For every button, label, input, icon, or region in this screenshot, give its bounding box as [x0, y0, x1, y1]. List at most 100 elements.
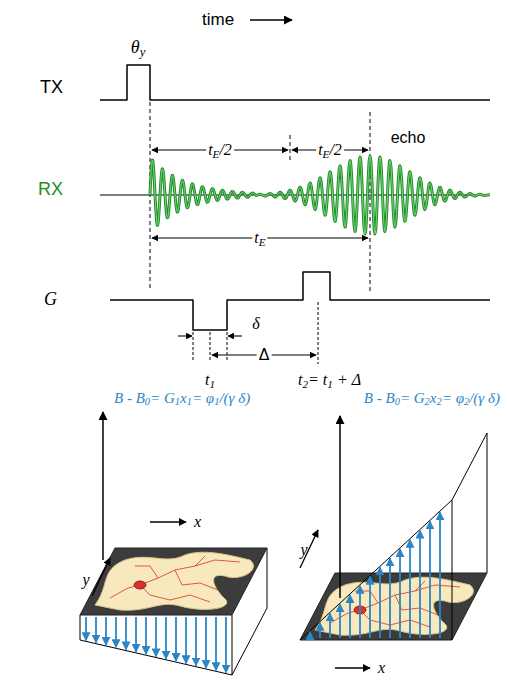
text-run: t — [205, 371, 209, 388]
field-arrow — [379, 567, 381, 638]
field-arrow — [339, 604, 341, 638]
subscript: 1 — [187, 396, 192, 407]
time-arrow — [250, 19, 292, 21]
label-text: x — [376, 659, 387, 677]
subscript: 1 — [175, 396, 180, 407]
label-text: RX — [36, 180, 65, 200]
x-axis-arrow — [335, 667, 370, 668]
text-run: time — [202, 10, 234, 29]
label-text: y — [80, 571, 91, 589]
field-arrow — [215, 617, 217, 670]
label-text: echo — [389, 129, 428, 147]
field-arrow — [85, 617, 87, 640]
subscript: 1 — [327, 378, 333, 390]
dashed-marker — [210, 332, 211, 362]
text-run: θ — [131, 37, 140, 57]
pore-space — [95, 552, 253, 610]
field-arrow — [409, 540, 411, 638]
text-run: = φ — [442, 390, 464, 406]
dashed-marker — [318, 302, 319, 364]
slab-edge — [80, 615, 81, 640]
field-arrow — [205, 617, 207, 668]
field-arrow — [419, 530, 421, 638]
text-run: t — [298, 371, 302, 388]
slab-edge — [452, 500, 453, 640]
text-run: y — [82, 571, 89, 588]
field-arrow — [389, 558, 391, 638]
slab-edge — [487, 433, 488, 573]
diffusion-path — [135, 566, 158, 578]
label-text: tE/2 — [206, 141, 234, 159]
label-text: θy — [129, 38, 147, 58]
label-text: tE/2 — [316, 141, 344, 159]
field-arrow — [185, 617, 187, 663]
text-run: t — [254, 229, 258, 246]
label-text: B - B0= G2x2= φ2/(γ δ) — [362, 390, 502, 407]
field-arrow — [439, 512, 441, 638]
text-run: x — [430, 390, 437, 406]
text-run: /2 — [219, 141, 231, 158]
field-arrow — [105, 617, 107, 645]
field-arrow — [329, 613, 331, 638]
field-arrow — [399, 549, 401, 638]
text-run: + Δ — [333, 371, 361, 388]
fid-signal — [150, 160, 255, 225]
sample-slab-top — [300, 573, 487, 640]
text-run: TX — [40, 77, 63, 97]
diffusion-path — [195, 556, 205, 566]
sample-slab-top — [80, 548, 267, 615]
text-run: G — [44, 289, 57, 309]
label-text: t2= t1 + Δ — [296, 371, 363, 389]
text-run: /(γ δ) — [469, 390, 500, 406]
text-run: = G — [400, 390, 425, 406]
field-arrow — [225, 617, 227, 673]
subscript: 1 — [209, 378, 215, 390]
tx-trace — [100, 65, 490, 100]
field-envelope — [452, 433, 487, 500]
subscript: 2 — [302, 378, 308, 390]
echo-highlight — [255, 156, 490, 234]
text-run: RX — [38, 179, 63, 199]
field-arrow — [369, 577, 371, 638]
label-text: Δ — [257, 346, 272, 364]
field-arrow — [115, 617, 117, 647]
subscript: 2 — [464, 396, 469, 407]
field-arrow — [125, 617, 127, 650]
subscript: y — [140, 45, 146, 59]
text-run: B - B — [364, 390, 395, 406]
field-arrow — [309, 632, 311, 638]
dashed-marker — [150, 102, 151, 290]
field-envelope — [300, 500, 452, 640]
text-run: /(γ δ) — [219, 390, 250, 406]
dashed-marker — [290, 135, 291, 162]
field-arrow — [429, 521, 431, 638]
field-axis — [102, 412, 104, 560]
label-text: δ — [250, 315, 261, 333]
field-arrow — [175, 617, 177, 661]
echo-signal — [255, 156, 490, 234]
field-arrow — [349, 595, 351, 638]
label-text: TX — [38, 78, 65, 98]
subscript: 2 — [437, 396, 442, 407]
diffusion-path — [395, 595, 438, 615]
subscript: 1 — [214, 396, 219, 407]
dashed-marker — [193, 332, 194, 360]
width-arrow — [178, 335, 192, 336]
field-arrow — [95, 617, 97, 643]
y-axis-arrow — [300, 530, 318, 568]
pore-space — [315, 577, 473, 635]
text-run: y — [300, 541, 307, 558]
y-axis-arrow — [92, 558, 110, 596]
label-text: B - B0= G1x1= φ1/(γ δ) — [112, 390, 252, 407]
text-run: = G — [150, 390, 175, 406]
text-run: Δ — [259, 346, 270, 363]
subscript: 2 — [425, 396, 430, 407]
slab-edge — [232, 615, 233, 675]
field-arrow — [145, 617, 147, 654]
subscript: E — [213, 148, 220, 160]
field-axis — [339, 416, 341, 598]
field-arrow — [135, 617, 137, 652]
diffusion-path — [140, 585, 210, 602]
label-text: x — [192, 513, 203, 531]
